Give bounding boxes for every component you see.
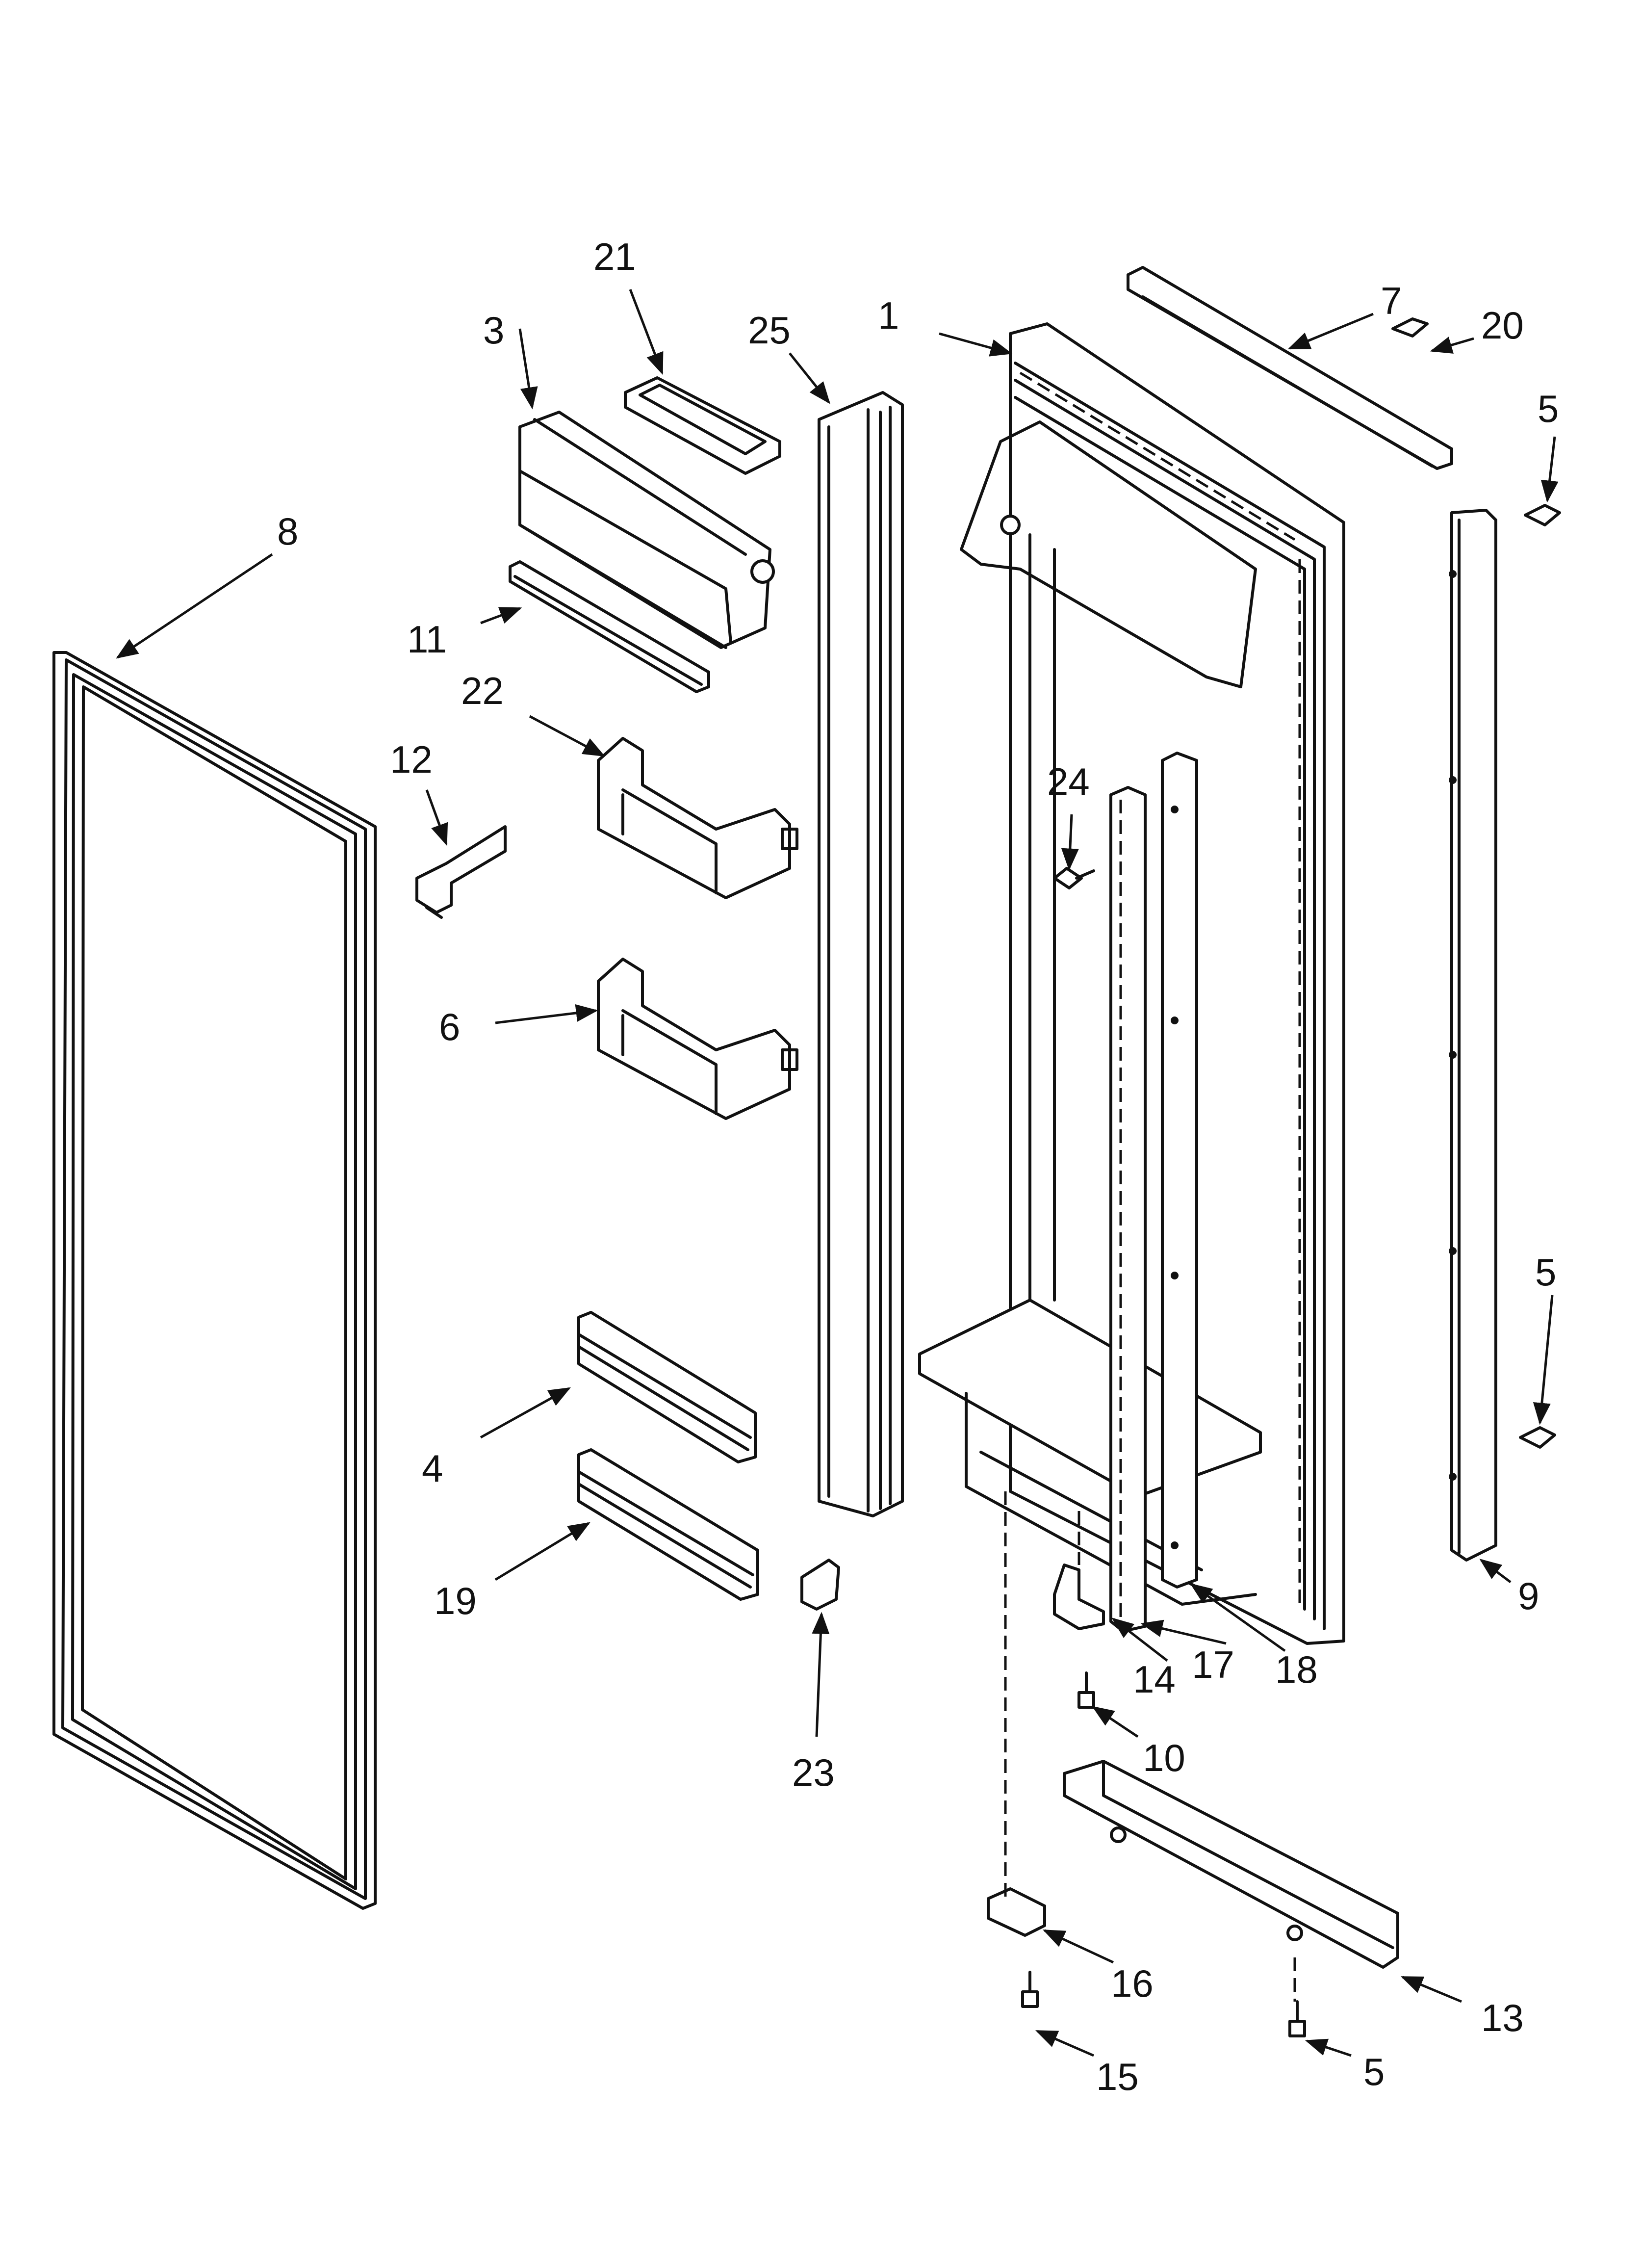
screw-10 xyxy=(1078,1671,1095,1709)
bottom-plate xyxy=(1063,1760,1399,1969)
bin-trim-strip xyxy=(509,560,710,693)
callout-16: 16 xyxy=(1111,1962,1154,2005)
callout-7: 7 xyxy=(1381,279,1402,322)
callout-5-bottom: 5 xyxy=(1363,2050,1385,2093)
callout-6: 6 xyxy=(439,1005,460,1048)
callout-11: 11 xyxy=(407,618,447,661)
dairy-tray xyxy=(624,376,781,475)
door-top-cap xyxy=(1127,266,1453,470)
screw-5-mid xyxy=(1519,1426,1556,1449)
screw-20 xyxy=(1391,317,1429,338)
callout-21: 21 xyxy=(593,235,636,278)
door-shelf-lower xyxy=(597,958,798,1120)
retainer-clip xyxy=(415,825,507,919)
callout-13: 13 xyxy=(1481,1996,1524,2039)
hinge-pin xyxy=(1053,1564,1105,1630)
callout-14: 14 xyxy=(1133,1658,1176,1701)
callout-17: 17 xyxy=(1192,1643,1234,1686)
screw-5-bottom xyxy=(1288,2000,1306,2037)
callout-12: 12 xyxy=(390,738,433,781)
callout-20: 20 xyxy=(1481,304,1524,347)
screw-15 xyxy=(1021,1971,1039,2008)
door-gasket xyxy=(52,651,377,1910)
screw-5-top xyxy=(1524,504,1561,526)
callout-18: 18 xyxy=(1275,1648,1318,1691)
callout-24: 24 xyxy=(1047,760,1090,803)
callout-1: 1 xyxy=(878,294,899,337)
callout-3: 3 xyxy=(483,309,504,352)
door-gutter-lower xyxy=(577,1448,759,1601)
callout-4: 4 xyxy=(422,1447,443,1490)
callout-10: 10 xyxy=(1143,1736,1185,1779)
inner-rail-17 xyxy=(1109,786,1147,1633)
callout-5-top: 5 xyxy=(1538,387,1559,430)
callout-8: 8 xyxy=(277,510,298,553)
right-side-trim xyxy=(1449,509,1497,1562)
callout-5-mid: 5 xyxy=(1535,1251,1556,1294)
door-gutter-upper xyxy=(577,1311,757,1463)
upper-door-bin xyxy=(518,411,775,649)
door-side-trim xyxy=(818,391,904,1517)
callout-25: 25 xyxy=(748,309,791,352)
callout-9: 9 xyxy=(1518,1574,1539,1617)
inner-rail-18 xyxy=(1161,752,1198,1589)
door-shelf-upper xyxy=(597,737,798,899)
callout-15: 15 xyxy=(1096,2055,1139,2098)
callout-23: 23 xyxy=(792,1751,835,1794)
lower-clip xyxy=(800,1559,840,1611)
screw-24 xyxy=(1053,867,1095,889)
callout-19: 19 xyxy=(434,1579,477,1622)
callout-22: 22 xyxy=(461,669,504,712)
hinge-block xyxy=(987,1887,1046,1937)
